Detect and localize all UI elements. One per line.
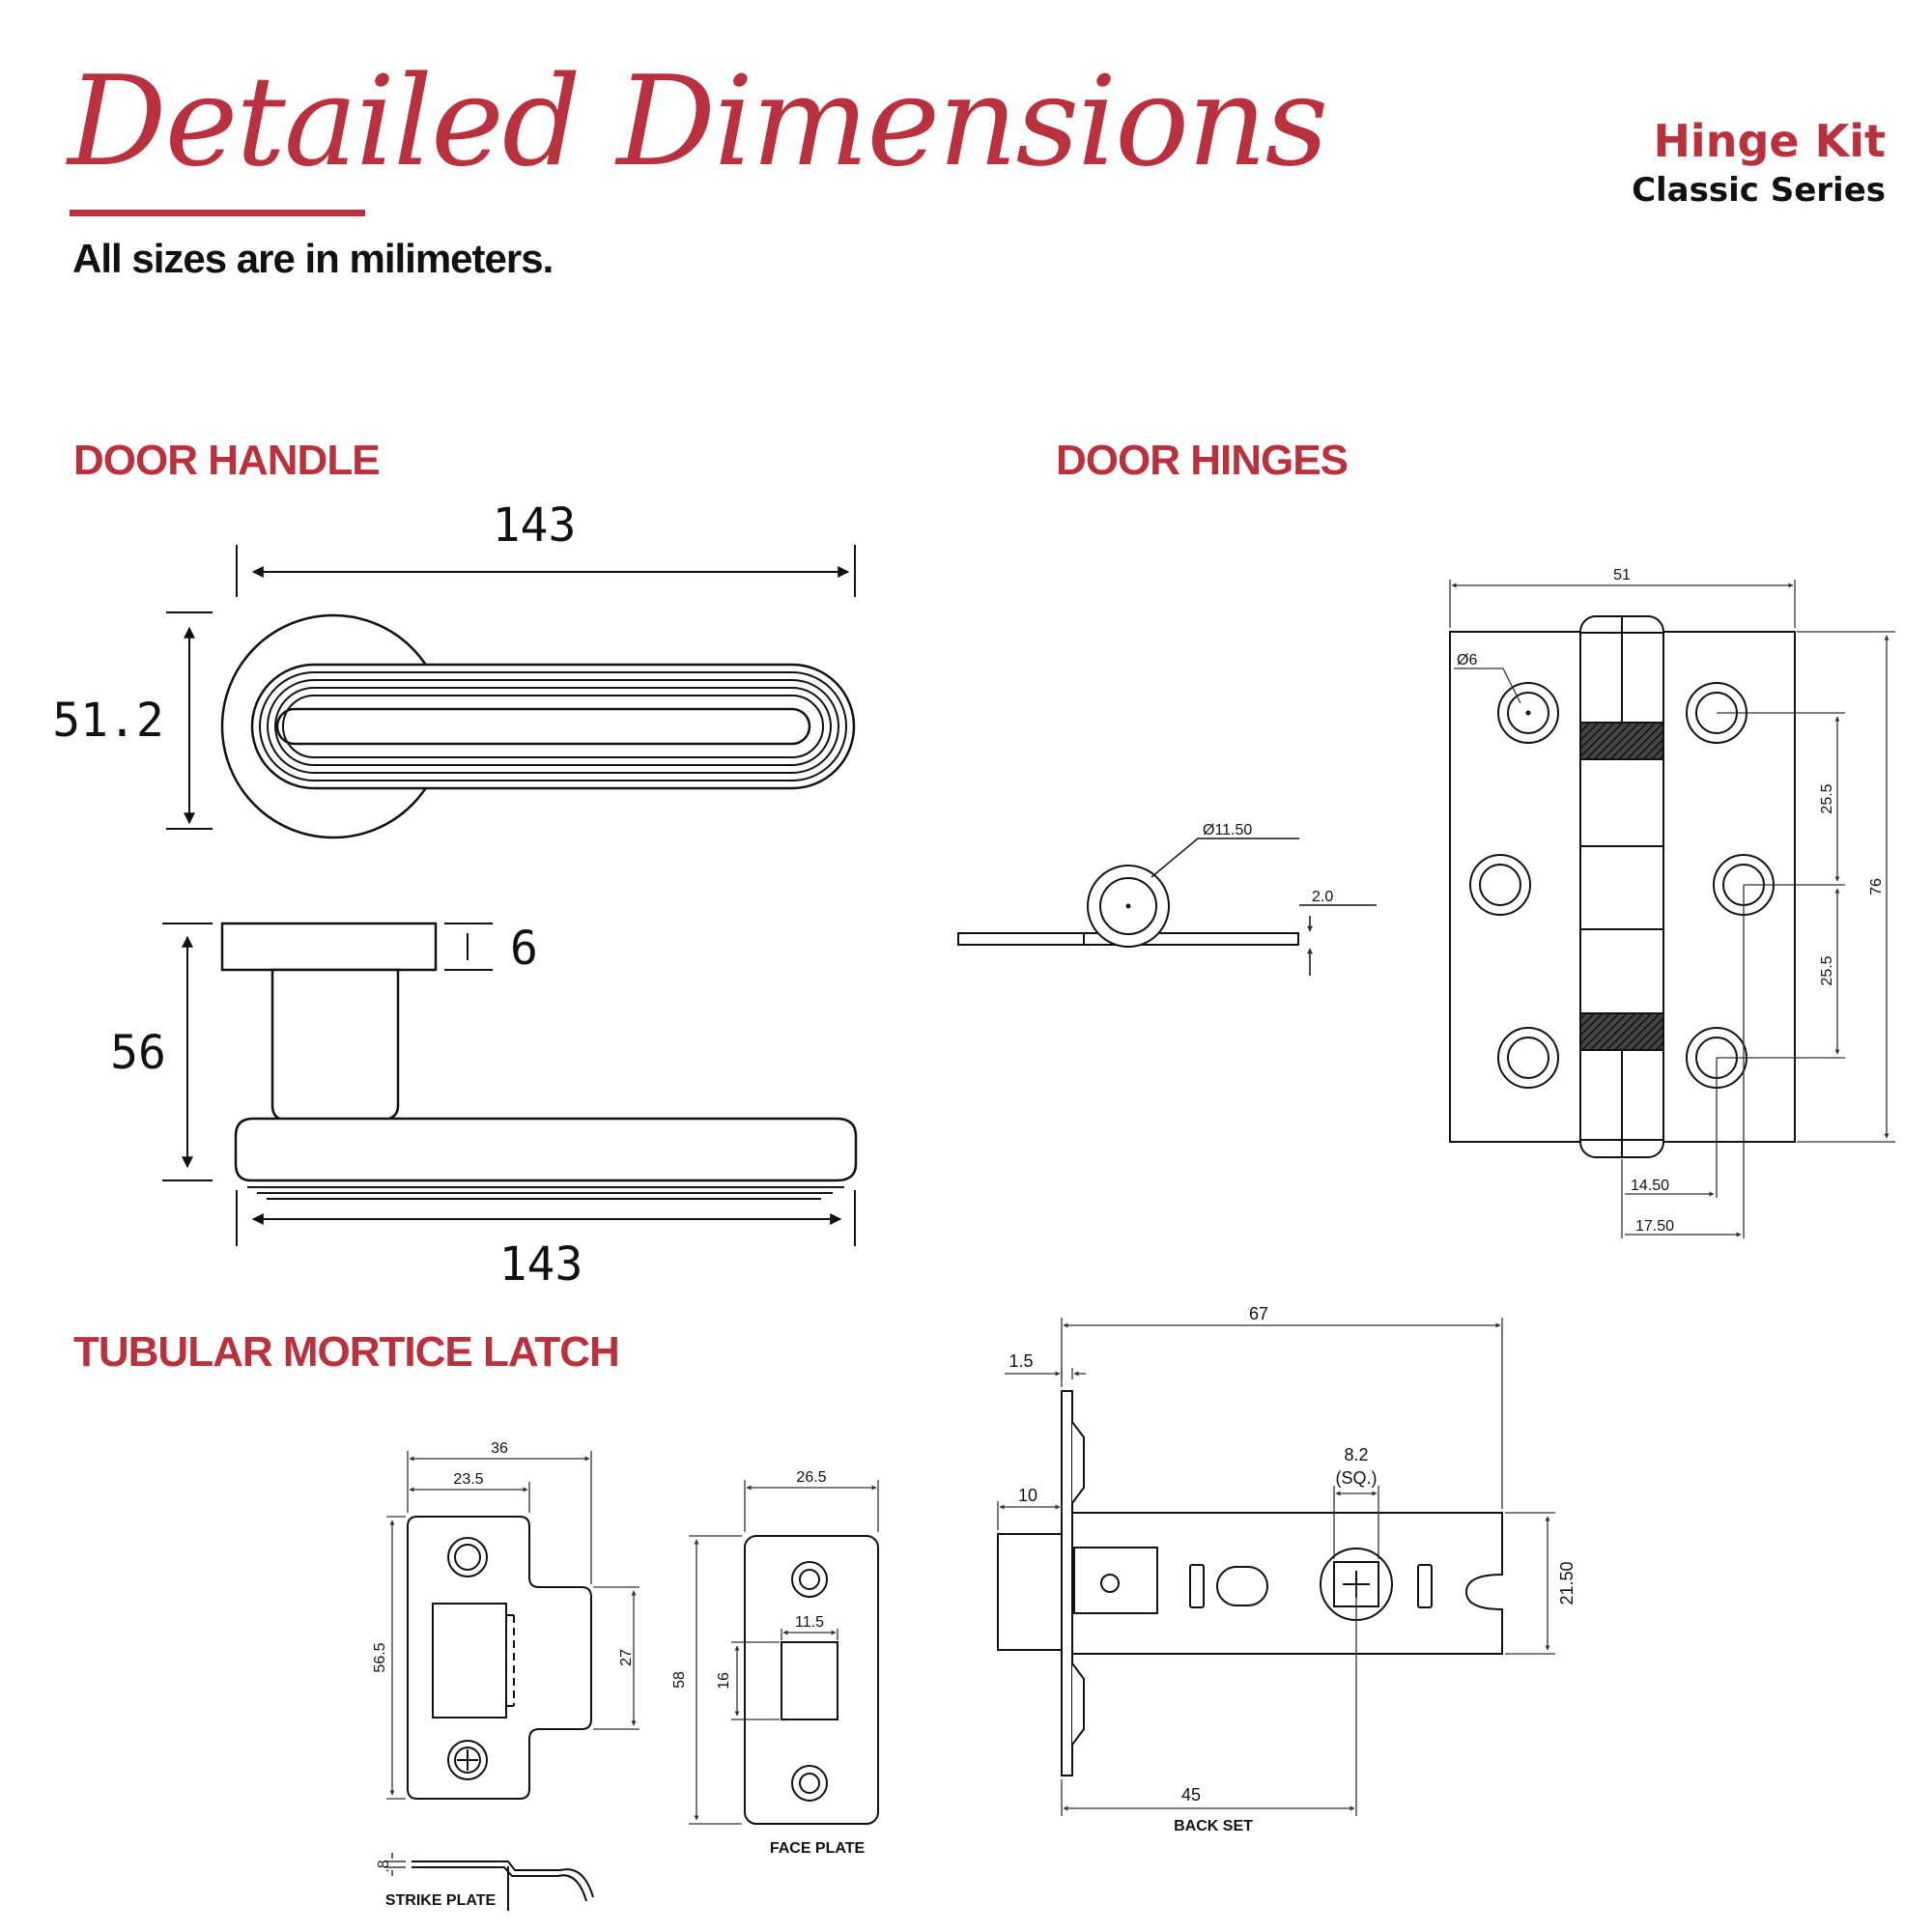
product-name: Hinge Kit	[1653, 115, 1886, 167]
dim-hinge-offset-1: 14.50	[1631, 1178, 1669, 1194]
handle-lever-outline	[250, 663, 856, 790]
product-info: Hinge Kit Classic Series	[1632, 114, 1886, 213]
strike-slot	[432, 1603, 507, 1719]
dim-latch-spindle: 8.2	[1344, 1445, 1368, 1464]
dim-latch-length: 67	[1249, 1304, 1268, 1323]
handle-neck	[270, 968, 400, 1122]
hinge-bearing-top	[1579, 722, 1664, 760]
handle-side-dimensions	[162, 923, 856, 1246]
strike-plate-label: STRIKE PLATE	[385, 1892, 497, 1909]
strike-plate-profile	[384, 1853, 594, 1911]
face-plate-view	[744, 1535, 879, 1825]
dim-hinge-spacing-2: 25.5	[1819, 955, 1835, 985]
dim-handle-side-height: 56	[110, 1026, 166, 1080]
dim-hinge-offset-2: 17.50	[1635, 1218, 1674, 1235]
dim-face-width: 26.5	[796, 1469, 826, 1486]
hinge-bearing-bottom	[1579, 1012, 1664, 1051]
page-title: Detailed Dimensions	[68, 50, 1328, 194]
dim-strike-height: 56.5	[372, 1642, 388, 1672]
handle-side-view	[220, 922, 858, 1200]
handle-top-dimensions	[166, 545, 856, 830]
dim-strike-width: 36	[491, 1440, 508, 1457]
dim-hinge-spacing-1: 25.5	[1819, 783, 1835, 813]
dim-handle-rose-height: 51.2	[52, 694, 164, 748]
dim-hinge-hole: Ø6	[1457, 652, 1477, 668]
latch-body-view	[997, 1390, 1503, 1776]
hinge-front-dimensions	[1449, 580, 1895, 1238]
dim-hinge-height: 76	[1868, 878, 1885, 895]
hinge-front-view	[1449, 615, 1796, 1158]
hinge-end-view	[957, 865, 1299, 948]
dim-strike-thickness: .8	[376, 1860, 392, 1872]
handle-lever-side	[234, 1117, 858, 1182]
face-plate-label: FACE PLATE	[770, 1840, 866, 1857]
product-series: Classic Series	[1632, 171, 1886, 210]
latch-bolt	[997, 1533, 1063, 1651]
dim-strike-tab-height: 27	[618, 1649, 635, 1666]
dim-face-height: 58	[671, 1671, 688, 1689]
hinge-end-dimensions	[1151, 838, 1377, 976]
latch-face-plate	[1061, 1390, 1073, 1776]
dim-handle-rose-thickness: 6	[510, 922, 538, 976]
units-note: All sizes are in milimeters.	[72, 236, 554, 281]
dim-latch-spindle-note: (SQ.)	[1336, 1468, 1378, 1488]
handle-top-view	[220, 613, 856, 839]
dim-face-slot-height: 16	[716, 1672, 732, 1690]
handle-rose-side	[220, 922, 438, 972]
section-door-handle: DOOR HANDLE	[73, 437, 381, 484]
face-slot	[781, 1641, 838, 1720]
dim-hinge-knuckle: Ø11.50	[1203, 822, 1252, 838]
dim-hinge-thickness: 2.0	[1312, 889, 1333, 905]
backset-label: BACK SET	[1174, 1818, 1253, 1834]
section-door-hinges: DOOR HINGES	[1056, 437, 1349, 484]
dim-handle-length-top: 143	[493, 498, 577, 553]
latch-body	[1071, 1512, 1503, 1655]
dim-face-slot-width: 11.5	[795, 1614, 824, 1631]
face-plate-dimensions	[689, 1480, 879, 1825]
dim-handle-length-bottom: 143	[499, 1237, 583, 1292]
section-tubular-mortice-latch: TUBULAR MORTICE LATCH	[73, 1328, 620, 1376]
dim-latch-bolt-projection: 10	[1018, 1486, 1037, 1505]
dim-strike-inner-width: 23.5	[453, 1471, 483, 1488]
dim-latch-body-height: 21.50	[1557, 1561, 1577, 1605]
dim-latch-backset: 45	[1181, 1785, 1201, 1804]
latch-body-dimensions	[997, 1318, 1555, 1816]
dim-hinge-width: 51	[1613, 567, 1631, 583]
title-underline	[70, 210, 365, 216]
strike-plate-dimensions	[386, 1451, 639, 1800]
strike-plate-view	[407, 1516, 592, 1800]
dim-latch-plate-thickness: 1.5	[1009, 1351, 1033, 1371]
